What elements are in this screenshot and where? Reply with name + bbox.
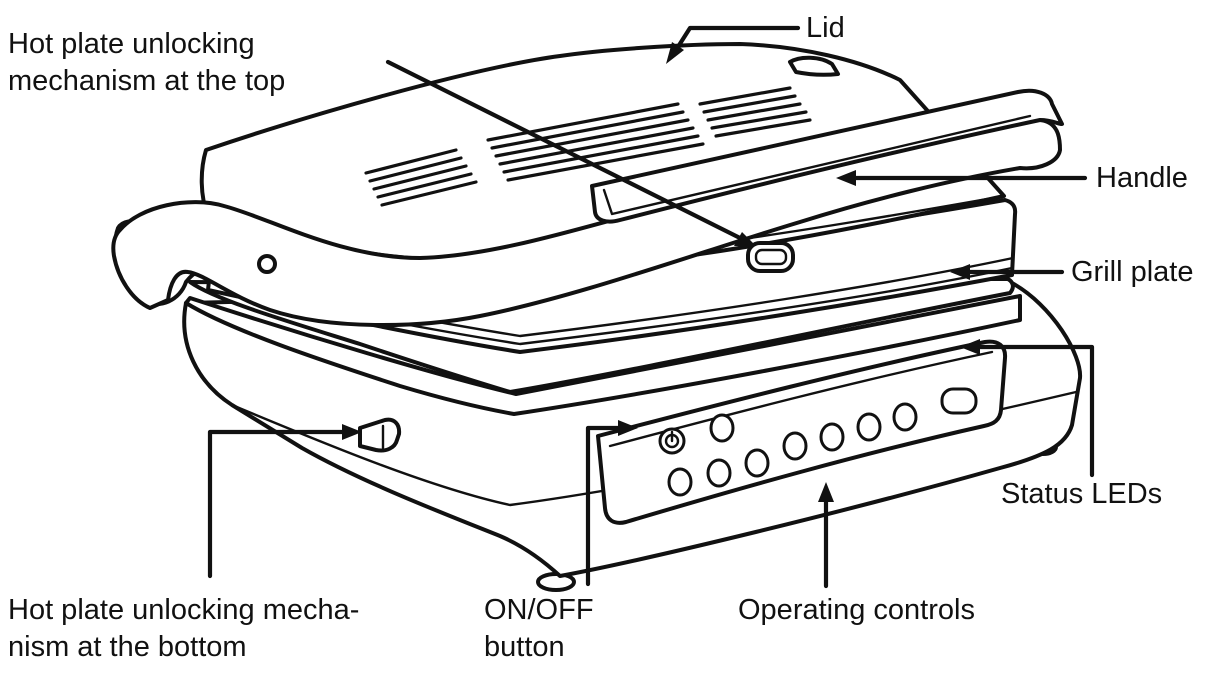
bottom-unlock-slider [358,417,402,453]
label-bottom-unlock: Hot plate unlocking mecha- nism at the b… [8,594,360,663]
status-led-4 [892,402,918,432]
display-window [940,387,978,415]
hinge-screw [257,254,277,274]
label-status-leds: Status LEDs [1001,478,1163,510]
control-button-3 [744,448,770,478]
lid-vent-left [364,148,478,207]
lid-vent-center [486,102,705,182]
control-button-2 [706,458,732,488]
status-leds-callout-line [973,344,1095,478]
control-panel [596,339,1008,525]
top-unlock-callout-line [385,59,743,241]
status-led-1 [782,431,808,461]
status-led-3 [856,412,882,442]
top-unlock-callout-arrow [734,232,756,246]
bottom-plate-lip [184,294,1022,416]
top-unlock-button-inner [754,248,788,266]
rear-hinge [788,55,840,77]
on-off-callout-arrow [618,420,638,436]
bottom-unlock-callout-line [207,429,349,579]
operating-controls-callout-arrow [818,482,834,502]
control-button-1 [667,467,693,497]
label-lid: Lid [806,12,845,44]
control-button-top-2 [709,413,735,443]
handle-callout-arrow [836,170,856,186]
handle-grip [590,88,1064,224]
grill-plate-callout-arrow [950,264,970,280]
bottom-unlock-callout-arrow [342,424,362,440]
label-handle: Handle [1096,162,1188,194]
handle-grip-inset [602,114,1032,216]
label-grill-plate: Grill plate [1071,256,1194,288]
label-on-off: ON/OFF button [484,594,594,663]
label-top-unlock: Hot plate unlocking mechanism at the top [8,28,286,97]
label-operating-controls: Operating controls [738,594,975,626]
lid-callout-arrow [666,42,684,64]
status-leds-callout-arrow [960,339,980,355]
status-led-2 [819,422,845,452]
on-off-callout-line [585,425,625,587]
control-panel-bevel [608,350,994,448]
lid-callout-line [673,25,801,53]
lid-vent-right [698,86,812,138]
